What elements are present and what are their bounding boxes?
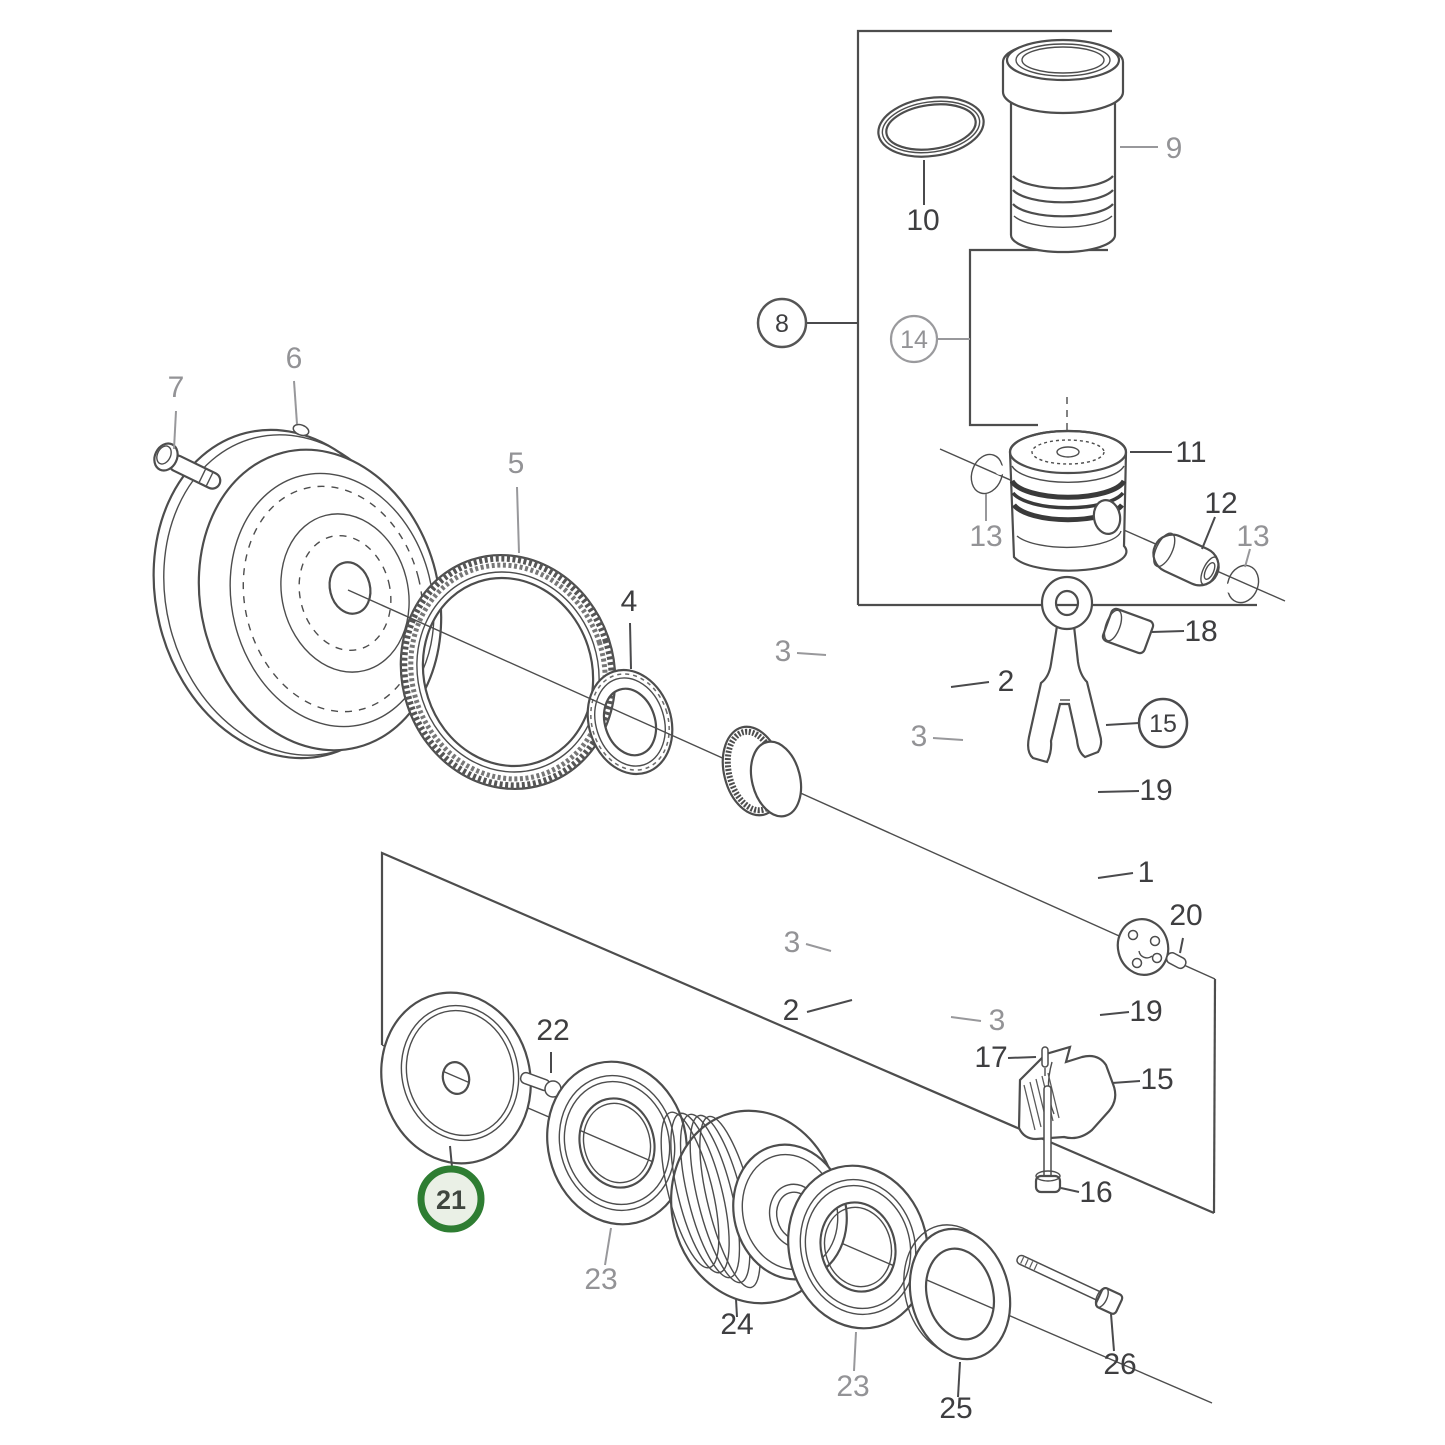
callout-6[interactable]: 6 <box>286 342 303 425</box>
svg-text:23: 23 <box>836 1370 869 1403</box>
svg-text:3: 3 <box>784 926 801 959</box>
svg-text:3: 3 <box>989 1004 1006 1037</box>
callout-3-lower-right[interactable]: 3 <box>950 1004 1006 1037</box>
svg-text:17: 17 <box>974 1041 1007 1074</box>
callout-24[interactable]: 24 <box>720 1298 754 1341</box>
svg-text:21: 21 <box>436 1185 466 1215</box>
callout-20[interactable]: 20 <box>1169 899 1203 954</box>
assembly-8-box <box>856 29 1257 607</box>
callout-2-upper[interactable]: 2 <box>950 665 1015 698</box>
svg-text:22: 22 <box>536 1014 569 1047</box>
callouts: 9 10 8 14 11 12 13 13 18 15 2 3 3 19 1 2… <box>168 132 1270 1425</box>
flywheel <box>152 423 443 760</box>
circlip-right <box>1225 564 1260 604</box>
svg-text:9: 9 <box>1166 132 1183 165</box>
pulley-plate <box>903 1224 1012 1361</box>
callout-1[interactable]: 1 <box>1097 856 1155 889</box>
svg-text:18: 18 <box>1184 615 1217 648</box>
callout-8[interactable]: 8 <box>756 297 858 349</box>
svg-text:23: 23 <box>584 1263 617 1296</box>
svg-text:5: 5 <box>508 447 525 480</box>
callout-16[interactable]: 16 <box>1060 1176 1113 1209</box>
svg-text:7: 7 <box>168 371 185 404</box>
pulley-bolt <box>1016 1254 1124 1315</box>
svg-text:2: 2 <box>783 994 800 1027</box>
liner-o-ring <box>877 96 985 158</box>
svg-text:19: 19 <box>1139 774 1172 807</box>
pulley-group-box <box>380 851 1217 1215</box>
svg-text:12: 12 <box>1204 487 1237 520</box>
callout-21-highlighted[interactable]: 21 <box>417 1145 485 1233</box>
callout-15-cap[interactable]: 15 <box>1111 1063 1174 1096</box>
callout-19-upper[interactable]: 19 <box>1097 774 1173 807</box>
callout-23-rear[interactable]: 23 <box>836 1331 870 1403</box>
callout-25[interactable]: 25 <box>939 1361 973 1425</box>
svg-text:26: 26 <box>1103 1348 1136 1381</box>
svg-text:6: 6 <box>286 342 303 375</box>
ring-gear <box>399 554 617 790</box>
callout-4[interactable]: 4 <box>621 585 638 670</box>
bearing-cap <box>1017 1045 1117 1141</box>
callout-5[interactable]: 5 <box>508 447 525 554</box>
pulley-key <box>519 1071 562 1098</box>
svg-text:15: 15 <box>1140 1063 1173 1096</box>
crank-key <box>1165 952 1187 970</box>
svg-text:8: 8 <box>775 310 789 338</box>
callout-3-lower-left[interactable]: 3 <box>784 926 832 959</box>
highlight-ring <box>417 1165 485 1233</box>
pulley-rear <box>787 1164 929 1330</box>
group-14-bracket <box>968 248 1108 427</box>
svg-text:24: 24 <box>720 1308 753 1341</box>
svg-text:10: 10 <box>906 204 939 237</box>
callout-11[interactable]: 11 <box>1130 436 1207 469</box>
callout-7[interactable]: 7 <box>168 371 185 450</box>
flywheel-bolt <box>153 442 222 490</box>
callout-15-rod[interactable]: 15 <box>1105 697 1189 749</box>
callout-12[interactable]: 12 <box>1201 487 1238 550</box>
svg-text:15: 15 <box>1149 710 1177 738</box>
svg-text:3: 3 <box>775 635 792 668</box>
circlip-left <box>970 453 1005 495</box>
svg-text:4: 4 <box>621 585 638 618</box>
callout-19-lower[interactable]: 19 <box>1099 995 1163 1028</box>
svg-text:11: 11 <box>1175 436 1206 469</box>
svg-text:20: 20 <box>1169 899 1202 932</box>
callout-9[interactable]: 9 <box>1120 132 1182 165</box>
svg-text:2: 2 <box>998 665 1015 698</box>
callout-13-right[interactable]: 13 <box>1236 520 1270 568</box>
callout-18[interactable]: 18 <box>1151 615 1218 648</box>
callout-14[interactable]: 14 <box>889 314 970 364</box>
cap-bolt <box>1034 1085 1062 1194</box>
svg-text:25: 25 <box>939 1392 972 1425</box>
rod-bushing <box>1101 607 1155 655</box>
callout-3-upper-right[interactable]: 3 <box>911 720 964 753</box>
callout-10[interactable]: 10 <box>906 160 940 237</box>
cylinder-liner <box>1001 38 1125 254</box>
callout-22[interactable]: 22 <box>536 1014 570 1073</box>
cap-dowel-pin <box>1041 1046 1049 1076</box>
crankshaft <box>721 725 1187 976</box>
callout-26[interactable]: 26 <box>1103 1313 1137 1381</box>
svg-text:19: 19 <box>1129 995 1162 1028</box>
svg-text:13: 13 <box>969 520 1002 553</box>
piston <box>1008 429 1128 572</box>
callout-17[interactable]: 17 <box>974 1041 1037 1074</box>
svg-text:14: 14 <box>900 326 928 354</box>
callout-3-upper-left[interactable]: 3 <box>775 635 827 668</box>
connecting-rod <box>1027 575 1103 764</box>
callout-13-left[interactable]: 13 <box>969 494 1003 553</box>
piston-pin <box>1152 532 1220 587</box>
callout-2-lower[interactable]: 2 <box>783 994 853 1027</box>
crank-pulley-flange <box>380 991 532 1165</box>
svg-text:1: 1 <box>1138 856 1155 889</box>
callout-23-front[interactable]: 23 <box>584 1227 618 1296</box>
svg-text:13: 13 <box>1236 520 1269 553</box>
front-seal <box>586 668 674 776</box>
svg-text:16: 16 <box>1079 1176 1112 1209</box>
svg-text:3: 3 <box>911 720 928 753</box>
